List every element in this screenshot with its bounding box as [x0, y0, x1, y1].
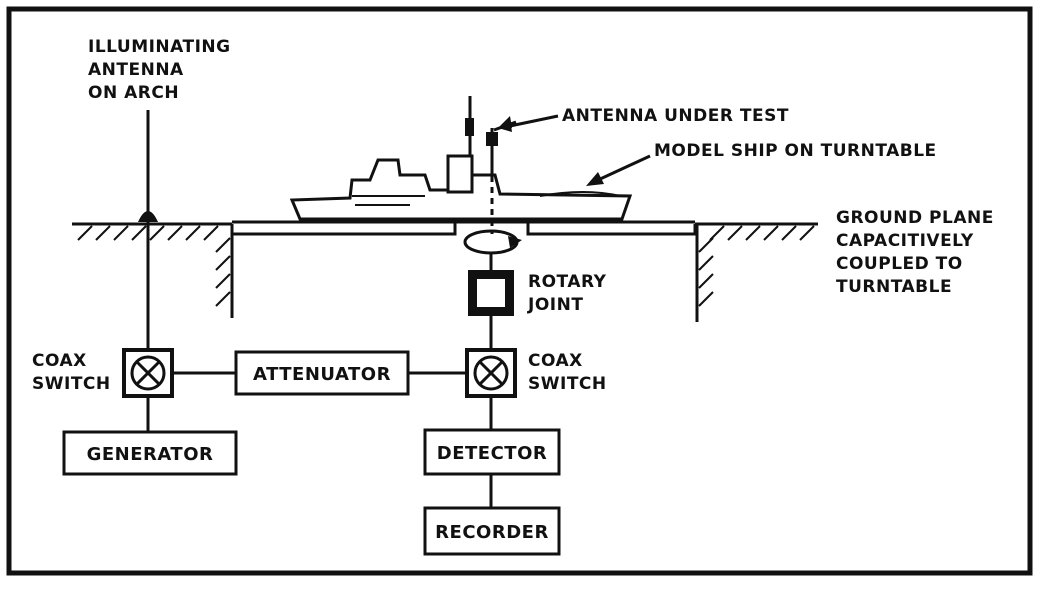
detector-box [423, 428, 561, 476]
antenna-under-test-label: ANTENNA UNDER TEST [562, 106, 789, 126]
diagram-frame [6, 6, 1033, 576]
illuminating-antenna [138, 110, 158, 350]
ground-plane-label-4: TURNTABLE [836, 277, 952, 297]
detector-label: DETECTOR [437, 443, 547, 464]
illuminating-antenna-label-3: ON ARCH [88, 83, 179, 103]
attenuator-label: ATTENUATOR [253, 364, 391, 385]
model-ship-label: MODEL SHIP ON TURNTABLE [654, 141, 937, 161]
attenuator-box [234, 350, 410, 396]
rotary-joint [468, 253, 514, 350]
ground-plane-right [695, 222, 818, 322]
ground-plane-label-3: COUPLED TO [836, 254, 963, 274]
model-ship [289, 96, 633, 221]
coax-switch-left [122, 348, 174, 398]
generator-label: GENERATOR [87, 444, 214, 465]
recorder-box [423, 506, 561, 556]
coax-switch-right [465, 348, 517, 398]
coax-switch-right-label-1: COAX [528, 351, 583, 371]
coax-switch-left-label-1: COAX [32, 351, 87, 371]
illuminating-antenna-label-1: ILLUMINATING [88, 37, 231, 57]
ground-plane-label-2: CAPACITIVELY [836, 231, 974, 251]
connector-lines [146, 371, 493, 508]
turntable [230, 220, 697, 236]
generator-box [62, 430, 238, 476]
ground-plane-label-1: GROUND PLANE [836, 208, 994, 228]
recorder-label: RECORDER [435, 522, 549, 543]
ground-plane-left [72, 222, 234, 318]
coax-switch-right-label-2: SWITCH [528, 374, 607, 394]
rotary-joint-label-2: JOINT [527, 295, 583, 315]
label-leaders [498, 114, 651, 186]
coax-switch-left-label-2: SWITCH [32, 374, 111, 394]
rotary-joint-label-1: ROTARY [528, 272, 607, 292]
illuminating-antenna-label-2: ANTENNA [88, 60, 184, 80]
rotation-arrow-icon [463, 229, 522, 255]
